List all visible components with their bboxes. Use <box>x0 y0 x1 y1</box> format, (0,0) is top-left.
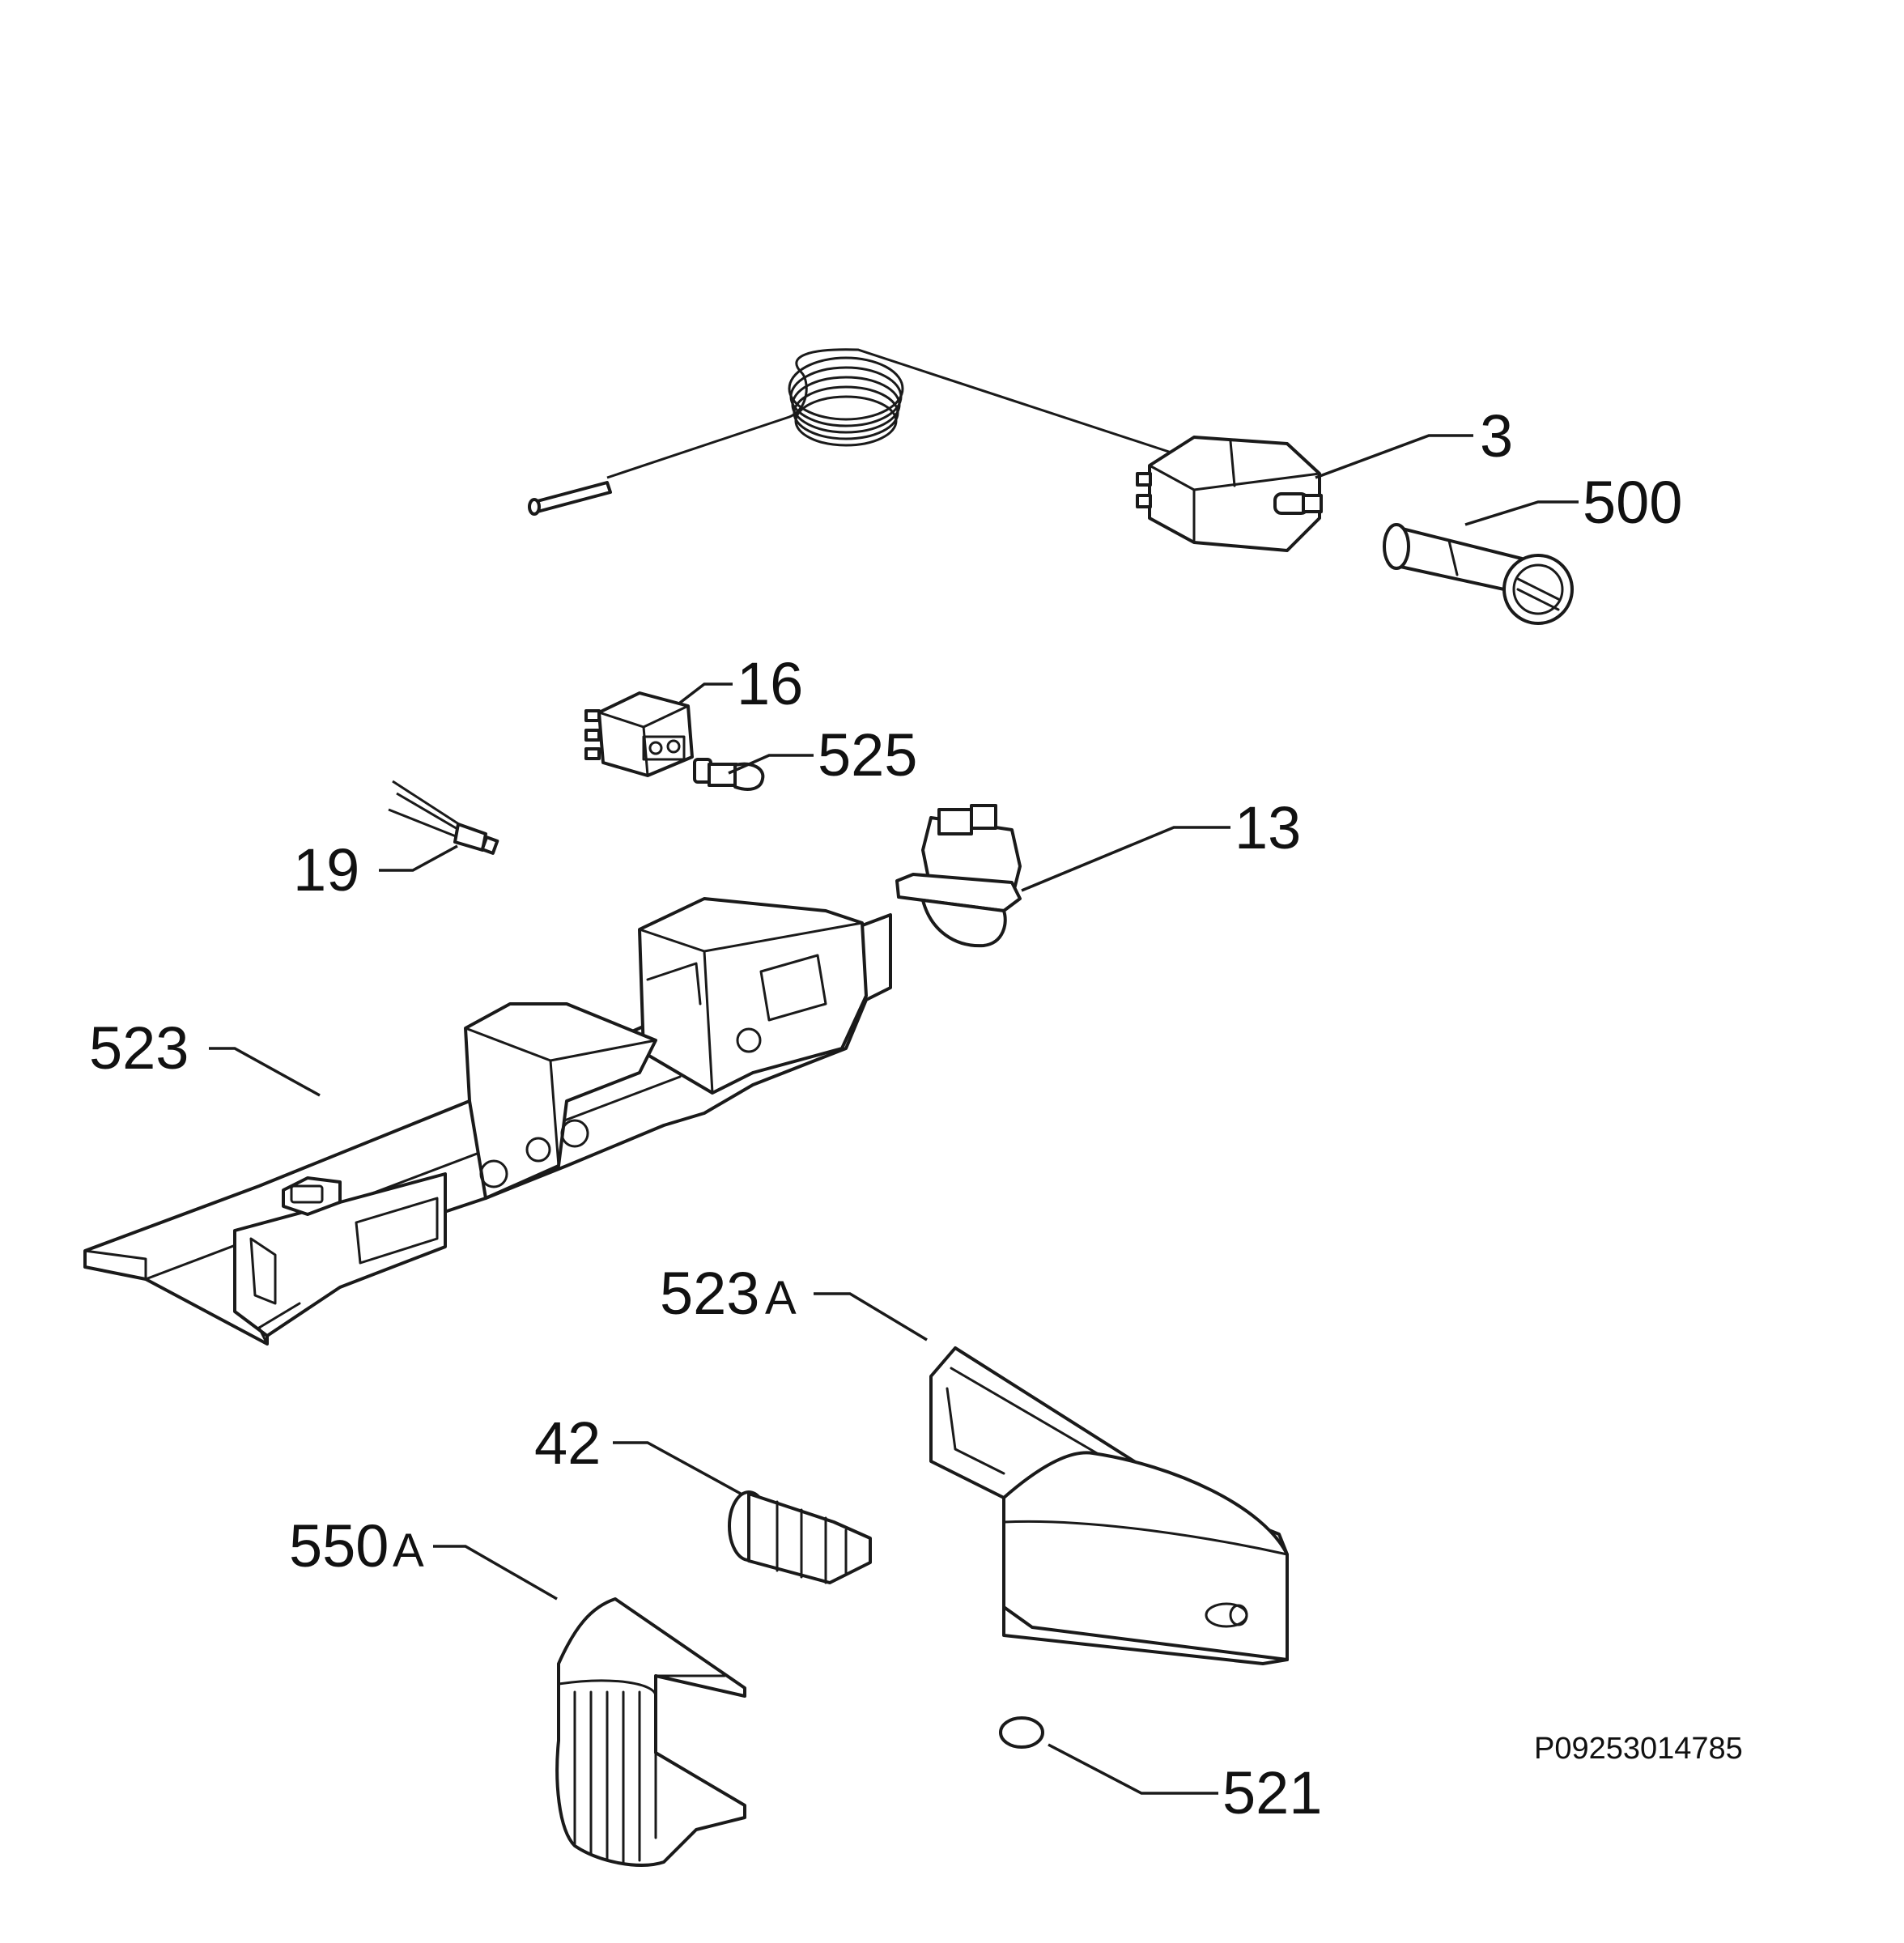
part-3-thermostat <box>528 348 1323 552</box>
part-521-o-ring <box>999 1716 1044 1749</box>
label-525: 525 <box>818 721 917 789</box>
reference-code: P09253014785 <box>1534 1732 1743 1766</box>
leader-lines <box>209 434 1579 1795</box>
label-523: 523 <box>89 1014 189 1082</box>
part-16-switch <box>584 691 694 777</box>
label-523a-suffix: A <box>765 1272 797 1324</box>
label-550a-number: 550 <box>289 1512 389 1579</box>
part-523-housing <box>83 897 892 1346</box>
label-19: 19 <box>293 836 359 903</box>
part-19-wire-lead <box>388 780 499 855</box>
label-16: 16 <box>737 650 803 717</box>
part-525-bulb <box>693 758 765 791</box>
part-500-knob <box>1383 523 1574 625</box>
part-42-connector <box>728 1490 872 1584</box>
label-500: 500 <box>1583 469 1682 536</box>
label-3: 3 <box>1480 402 1513 470</box>
callout-labels: 3 500 16 525 13 19 523 523 A 42 550 A 52… <box>89 402 1743 1826</box>
label-42: 42 <box>534 1409 601 1477</box>
part-13-lamp-holder <box>895 804 1022 948</box>
part-523a-handle-cover <box>929 1346 1289 1665</box>
label-523a-number: 523 <box>660 1260 759 1327</box>
part-550a-end-cap <box>555 1597 746 1867</box>
label-13: 13 <box>1235 794 1301 861</box>
label-521: 521 <box>1222 1759 1322 1826</box>
label-550a-suffix: A <box>393 1524 424 1577</box>
